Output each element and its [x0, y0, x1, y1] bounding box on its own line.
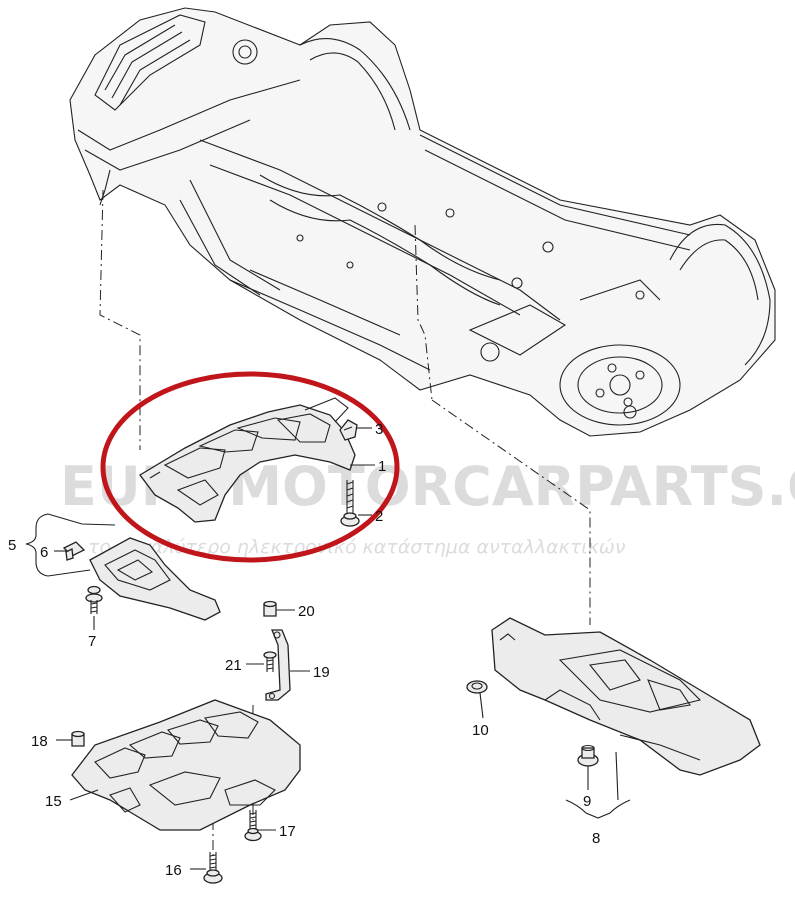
car-underbody: [69, 7, 776, 437]
callout-17: 17: [279, 823, 296, 840]
callout-5: 5: [8, 537, 16, 554]
part-6-clip: [62, 541, 86, 561]
callout-19: 19: [313, 664, 330, 681]
part-2-bolt: [340, 480, 360, 527]
part-9-nut: [577, 744, 599, 767]
part-16-bolt: [203, 852, 223, 884]
part-20-nut: [263, 600, 277, 617]
part-15-undertray: [71, 699, 301, 831]
part-5-guide-panel: [89, 537, 221, 621]
callout-3: 3: [375, 421, 383, 438]
part-21-bolt: [263, 651, 277, 672]
callout-6: 6: [40, 544, 48, 561]
part-18-nut: [71, 730, 85, 747]
part-10-nut: [466, 680, 488, 694]
callout-labels: 1 2 3 5 6 7 8 9 10 15 16 17 18 19 20 21: [8, 421, 600, 879]
part-17-bolt: [244, 810, 262, 842]
part-7-screw: [85, 585, 103, 614]
callout-21: 21: [225, 657, 242, 674]
callout-8: 8: [592, 830, 600, 847]
callout-20: 20: [298, 603, 315, 620]
callout-7: 7: [88, 633, 96, 650]
callout-18: 18: [31, 733, 48, 750]
callout-1: 1: [378, 458, 386, 475]
part-1-undertray: [139, 397, 356, 523]
part-3-clip: [339, 419, 358, 441]
callout-15: 15: [45, 793, 62, 810]
callout-9: 9: [583, 793, 591, 810]
part-19-bracket: [265, 629, 291, 701]
leader-lines: [25, 427, 631, 870]
callout-10: 10: [472, 722, 489, 739]
watermark-tagline: το μεγαλύτερο ηλεκτρονικό κατάστημα αντα…: [88, 536, 626, 558]
highlight-ellipse: [100, 371, 400, 563]
callout-2: 2: [375, 508, 383, 525]
part-8-side-undertray: [491, 617, 761, 776]
callout-16: 16: [165, 862, 182, 879]
